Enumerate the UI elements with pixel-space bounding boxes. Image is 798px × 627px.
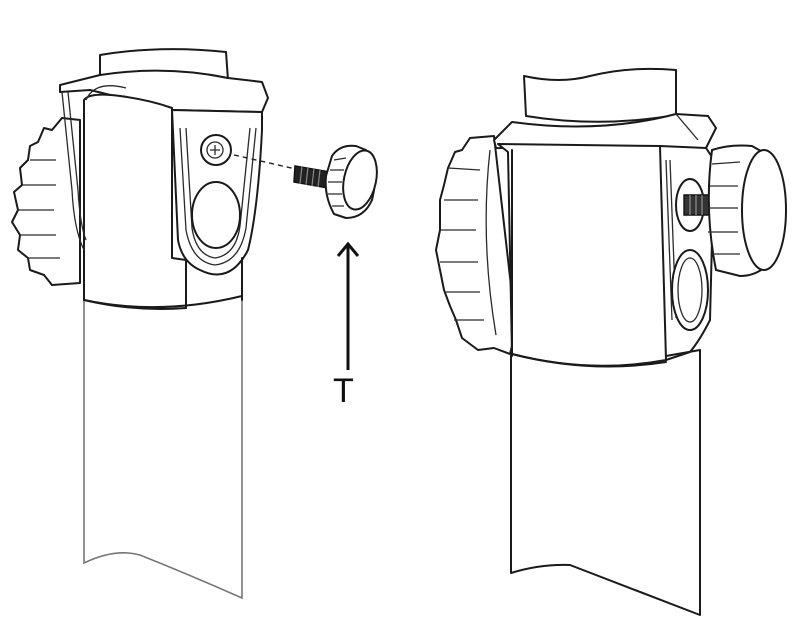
installed-thumb-screw-icon xyxy=(683,144,787,277)
right-side-knob-icon xyxy=(435,135,517,355)
left-side-knob-icon xyxy=(11,117,81,286)
left-tube xyxy=(83,300,243,600)
right-clamp-body xyxy=(493,67,717,368)
left-clamp-body xyxy=(59,48,269,310)
up-arrow-icon xyxy=(336,241,360,370)
thumb-screw-label: T xyxy=(333,372,354,410)
right-tube xyxy=(510,349,701,616)
right-clamp-assembly xyxy=(435,67,787,616)
left-clamp-assembly xyxy=(11,48,378,600)
alignment-guide-line xyxy=(233,154,301,171)
thumb-screw-icon xyxy=(293,144,378,219)
